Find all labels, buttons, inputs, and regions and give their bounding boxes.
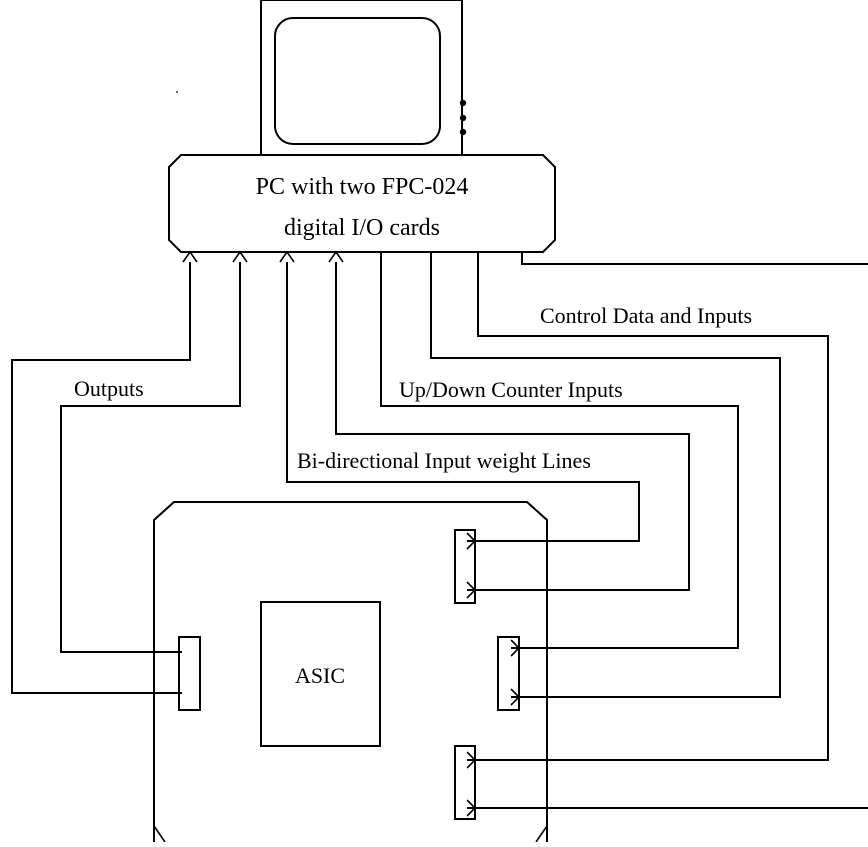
- connector-top-right-pin-2: [466, 581, 477, 599]
- monitor-button-3: [459, 128, 467, 136]
- outputs-label: Outputs: [74, 376, 144, 401]
- pc-box: PC with two FPC-024 digital I/O cards: [168, 154, 556, 253]
- monitor-button-2: [459, 114, 467, 122]
- bidir-line-inner: [335, 262, 690, 591]
- output-line-inner: [60, 262, 241, 653]
- connector-bottom-right-body: [454, 745, 476, 820]
- connector-top-right-body: [454, 529, 476, 604]
- updown-line-inner: [430, 252, 781, 698]
- bidir-line-outer: [286, 262, 640, 542]
- connector-top-right: [454, 529, 477, 604]
- bidirectional-label: Bi-directional Input weight Lines: [297, 448, 591, 473]
- board-corner-right: [535, 825, 548, 843]
- control-line-outer: [467, 252, 829, 761]
- board-corner-left: [153, 825, 166, 843]
- connector-middle-right-body: [497, 636, 520, 711]
- connector-middle-right: [497, 636, 521, 711]
- control-line-top: [521, 252, 868, 265]
- connector-middle-right-pin-1: [510, 639, 521, 657]
- output-arrow-outer: [182, 250, 198, 263]
- board: ASIC: [153, 501, 548, 843]
- connector-bottom-right-pin-2: [466, 799, 477, 817]
- connector-middle-right-pin-2: [510, 688, 521, 706]
- bidirectional-lines: Bi-directional Input weight Lines: [279, 250, 690, 591]
- monitor-frame: [260, 0, 463, 156]
- updown-line-outer: [380, 252, 739, 649]
- output-line-outer: [11, 262, 191, 694]
- output-arrow-inner: [232, 250, 248, 263]
- updown-lines: Up/Down Counter Inputs: [380, 252, 781, 698]
- connector-bottom-right: [454, 745, 477, 820]
- asic-label: ASIC: [295, 663, 345, 688]
- control-label: Control Data and Inputs: [540, 303, 752, 328]
- monitor-button-1: [459, 99, 467, 107]
- board-outline: [153, 501, 548, 842]
- connector-top-right-pin-1: [466, 532, 477, 550]
- connector-bottom-right-pin-1: [466, 751, 477, 769]
- control-lines: Control Data and Inputs: [467, 252, 868, 809]
- monitor: [260, 0, 467, 156]
- pc-box-outline: [168, 154, 556, 253]
- outputs-lines: Outputs: [11, 250, 248, 694]
- connector-left: [178, 636, 201, 711]
- pc-label-line1: PC with two FPC-024: [256, 174, 469, 200]
- monitor-screen: [274, 17, 441, 145]
- asic-chip: [260, 601, 381, 747]
- pc-label-line2: digital I/O cards: [284, 215, 440, 241]
- stray-dot: [176, 91, 178, 93]
- bidir-arrow-outer: [279, 250, 295, 263]
- updown-label: Up/Down Counter Inputs: [399, 377, 623, 402]
- bidir-arrow-inner: [328, 250, 344, 263]
